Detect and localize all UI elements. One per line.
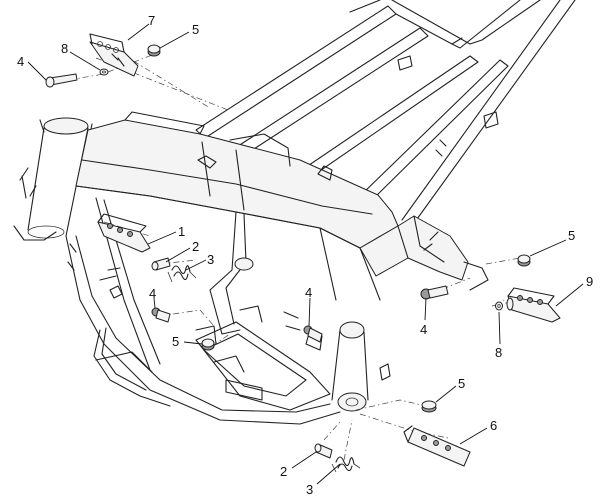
pin-part-2-upper	[151, 257, 171, 271]
callout-2: 2	[192, 239, 199, 254]
footpeg-part-7	[89, 33, 139, 77]
nut-part-5-lower	[421, 400, 437, 413]
nut-part-5-top	[147, 44, 161, 57]
callout-4: 4	[420, 322, 427, 337]
callout-5: 5	[458, 376, 465, 391]
pin-part-2-lower	[314, 443, 333, 459]
callout-5: 5	[192, 22, 199, 37]
bolt-part-4-midleft	[151, 307, 171, 323]
upper-frame-tubes	[195, 0, 576, 227]
callout-5: 5	[172, 334, 179, 349]
callout-1: 1	[178, 224, 185, 239]
swingarm-pivot-area	[195, 211, 391, 412]
callout-2: 2	[280, 464, 287, 479]
spring-part-3-lower	[331, 456, 361, 473]
callout-4: 4	[17, 54, 24, 69]
nut-part-5-midleft	[201, 338, 215, 351]
spring-part-3-upper	[167, 265, 197, 283]
footpeg-part-6	[403, 425, 471, 467]
nut-part-5-right	[517, 254, 531, 267]
bolt-part-4-right	[420, 285, 449, 300]
bolt-part-4-center	[303, 325, 323, 343]
callout-9: 9	[586, 274, 593, 289]
bolt-part-4-topleft	[45, 73, 78, 88]
callout-8: 8	[495, 345, 502, 360]
leader-lines	[27, 23, 584, 485]
callout-4: 4	[149, 286, 156, 301]
callout-6: 6	[490, 418, 497, 433]
washer-part-8-topleft	[99, 68, 109, 76]
footpeg-part-9	[506, 287, 561, 323]
main-frame-body	[19, 111, 409, 301]
washer-part-8-right	[495, 301, 503, 311]
footpeg-part-1	[97, 213, 151, 253]
footpeg-bracket-right	[397, 215, 489, 291]
callout-labels: 7 5 8 4 1 2 3 4 5 4 5 9 4 8 5 6 2 3	[17, 13, 593, 497]
callout-7: 7	[148, 13, 155, 28]
callout-8: 8	[61, 41, 68, 56]
callout-4: 4	[305, 285, 312, 300]
callout-5: 5	[568, 228, 575, 243]
callout-3: 3	[306, 482, 313, 497]
callout-3: 3	[207, 252, 214, 267]
